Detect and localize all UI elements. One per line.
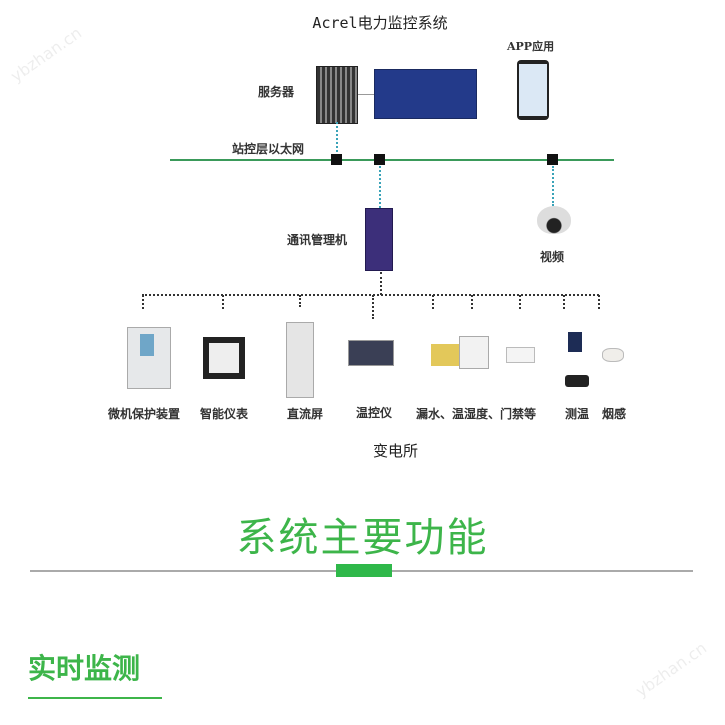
device-label: 测温 xyxy=(565,407,590,421)
video-label: 视频 xyxy=(540,250,565,264)
section-divider-accent xyxy=(336,564,392,577)
comm-manager-image xyxy=(365,208,393,271)
temperature-controller-image xyxy=(348,340,394,366)
smoke-detector-image xyxy=(602,348,624,362)
device-label: 温控仪 xyxy=(356,406,393,420)
temperature-sensor-image xyxy=(568,332,582,352)
protection-device-image xyxy=(127,327,171,389)
ethernet-line xyxy=(170,159,614,161)
substation-label: 变电所 xyxy=(373,442,419,460)
ethernet-label: 站控层以太网 xyxy=(232,142,305,156)
phone-image xyxy=(517,60,549,120)
device-label: 烟感 xyxy=(602,407,627,421)
device-label: 直流屏 xyxy=(287,407,324,421)
watermark: ybzhan.cn xyxy=(631,638,711,701)
leak-sensor-image xyxy=(431,344,461,366)
app-label: APP应用 xyxy=(507,40,555,53)
device-label: 漏水、温湿度、门禁等 xyxy=(416,407,537,421)
monitor-screen-image xyxy=(374,69,477,119)
dc-panel-image xyxy=(286,322,314,398)
access-control-image xyxy=(506,347,535,363)
switch-node xyxy=(547,154,558,165)
switch-node xyxy=(331,154,342,165)
subsection-title: 实时监测 xyxy=(28,652,141,685)
humidity-sensor-image xyxy=(459,336,489,369)
server-image xyxy=(316,66,358,124)
section-title: 系统主要功能 xyxy=(236,515,489,561)
smart-meter-image xyxy=(203,337,245,379)
temperature-sensor-image xyxy=(565,375,589,387)
device-label: 微机保护装置 xyxy=(108,407,181,421)
subsection-underline xyxy=(28,697,162,699)
switch-node xyxy=(374,154,385,165)
comm-manager-label: 通讯管理机 xyxy=(287,233,348,247)
server-label: 服务器 xyxy=(258,85,295,99)
camera-image xyxy=(537,206,571,234)
device-label: 智能仪表 xyxy=(200,407,249,421)
diagram-title: Acrel电力监控系统 xyxy=(312,14,448,32)
